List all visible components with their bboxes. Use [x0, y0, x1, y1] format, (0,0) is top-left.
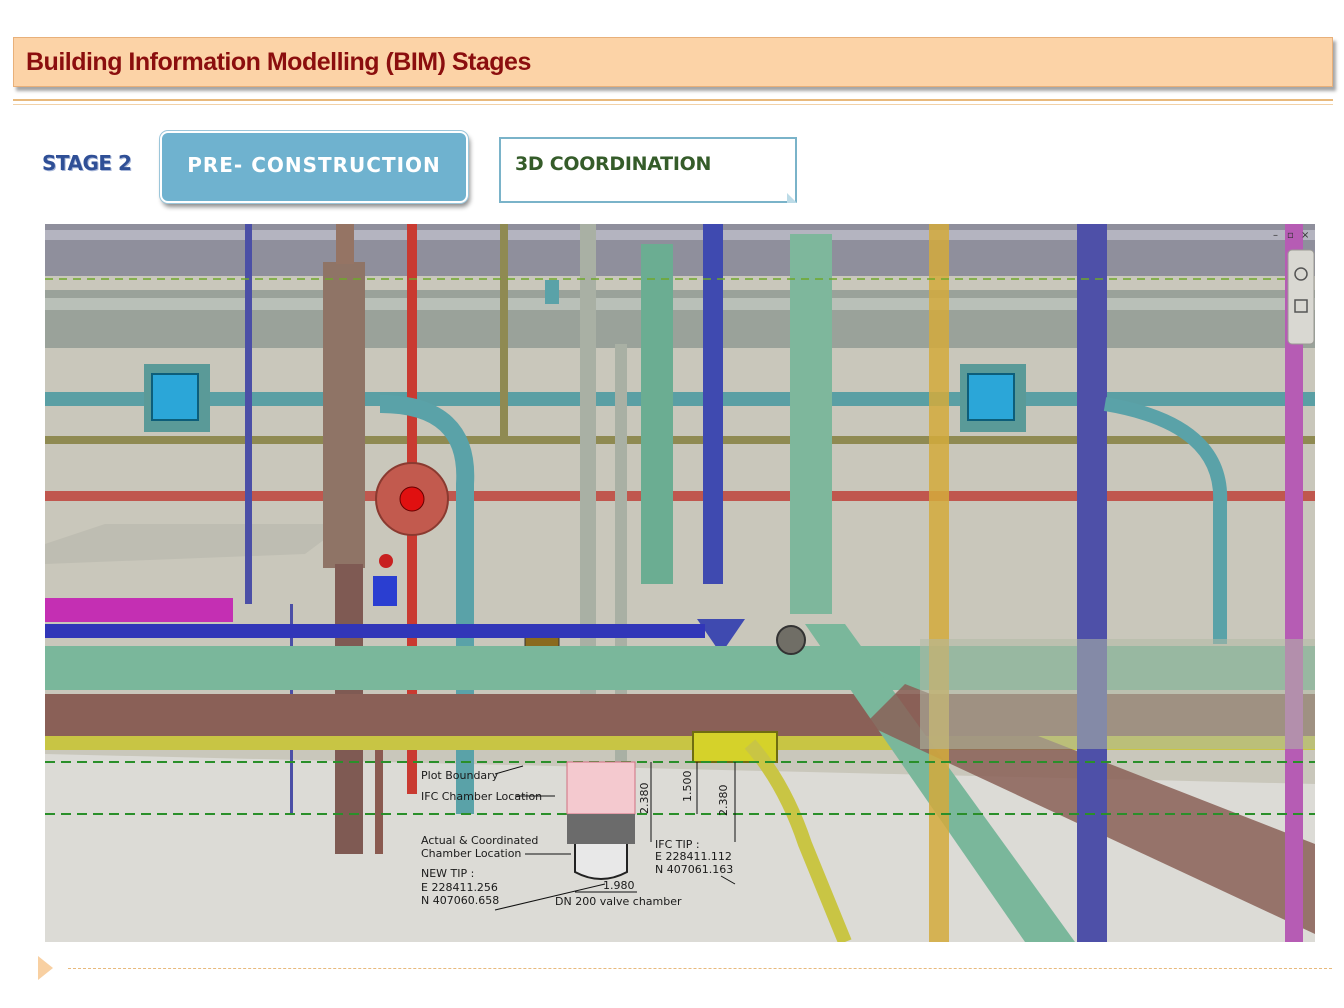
close-icon[interactable]: ×	[1301, 230, 1309, 241]
blue-valve	[373, 576, 397, 606]
ifc-chamber-block	[566, 761, 636, 815]
ifc-chamber-location-label: IFC Chamber Location	[421, 790, 542, 803]
page-title: Building Information Modelling (BIM) Sta…	[26, 48, 531, 76]
dn-chamber-label: DN 200 valve chamber	[555, 895, 682, 908]
brown-duct-vertical	[323, 262, 365, 568]
new-tip-label: NEW TIP :	[421, 867, 474, 880]
title-divider-thin	[13, 104, 1333, 105]
blue-pipe-horizontal	[45, 624, 705, 638]
dimension-1980: 1.980	[603, 879, 635, 892]
bim-model-viewport[interactable]: Plot Boundary IFC Chamber Location Actua…	[45, 224, 1315, 942]
thin-blue-pipe	[245, 224, 252, 604]
pre-construction-label: PRE- CONSTRUCTION	[187, 153, 441, 177]
title-bar: Building Information Modelling (BIM) Sta…	[13, 37, 1333, 87]
footer-divider	[68, 968, 1332, 969]
plot-boundary-label: Plot Boundary	[421, 769, 499, 782]
actual-chamber-label-1: Actual & Coordinated	[421, 834, 538, 847]
actual-chamber-label-2: Chamber Location	[421, 847, 521, 860]
blue-pipe-right	[1077, 224, 1107, 942]
zoom-icon[interactable]	[1294, 267, 1308, 281]
magenta-cable-tray	[45, 598, 233, 622]
red-valve-handle	[379, 554, 393, 568]
teal-bend-pipe	[379, 395, 475, 814]
minimize-icon[interactable]: –	[1273, 230, 1278, 241]
ifc-tip-easting: E 228411.112	[655, 850, 732, 863]
next-arrow-icon[interactable]	[38, 956, 53, 980]
gauge-icon	[776, 625, 806, 655]
3d-coordination-box: 3D COORDINATION	[499, 137, 797, 203]
transparent-volume	[920, 639, 1315, 749]
blue-duct-vertical	[703, 224, 723, 584]
new-tip-easting: E 228411.256	[421, 881, 498, 894]
stage-label: STAGE 2	[42, 151, 132, 175]
pre-construction-button[interactable]: PRE- CONSTRUCTION	[160, 131, 468, 203]
ifc-tip-northing: N 407061.163	[655, 863, 733, 876]
dimension-2380-right: 2.380	[717, 785, 730, 817]
yellow-junction	[692, 731, 778, 763]
ifc-tip-label: IFC TIP :	[655, 838, 700, 851]
green-duct-vertical	[641, 244, 673, 584]
actual-chamber-block	[567, 814, 635, 844]
valve-chamber-outline	[574, 844, 628, 880]
wall-plane	[45, 524, 345, 564]
red-pipe	[45, 491, 1315, 501]
new-tip-northing: N 407060.658	[421, 894, 499, 907]
navigation-bar[interactable]	[1287, 249, 1315, 345]
grey-pipe-vertical	[580, 224, 596, 724]
olive-pipe	[45, 436, 1315, 444]
dimension-1500: 1.500	[681, 771, 694, 803]
gold-pipe-vertical	[929, 224, 949, 942]
title-divider	[13, 99, 1333, 101]
3d-coordination-label: 3D COORDINATION	[515, 153, 712, 175]
yellow-duct-curve	[744, 739, 852, 942]
bim-model-drawing: Plot Boundary IFC Chamber Location Actua…	[45, 224, 1315, 942]
page-fold-icon	[787, 193, 797, 203]
green-duct-vertical-2	[790, 234, 832, 614]
dimension-2380-left: 2.380	[638, 783, 651, 815]
pan-icon[interactable]	[1294, 299, 1308, 313]
restore-icon[interactable]: ▫	[1287, 230, 1294, 241]
